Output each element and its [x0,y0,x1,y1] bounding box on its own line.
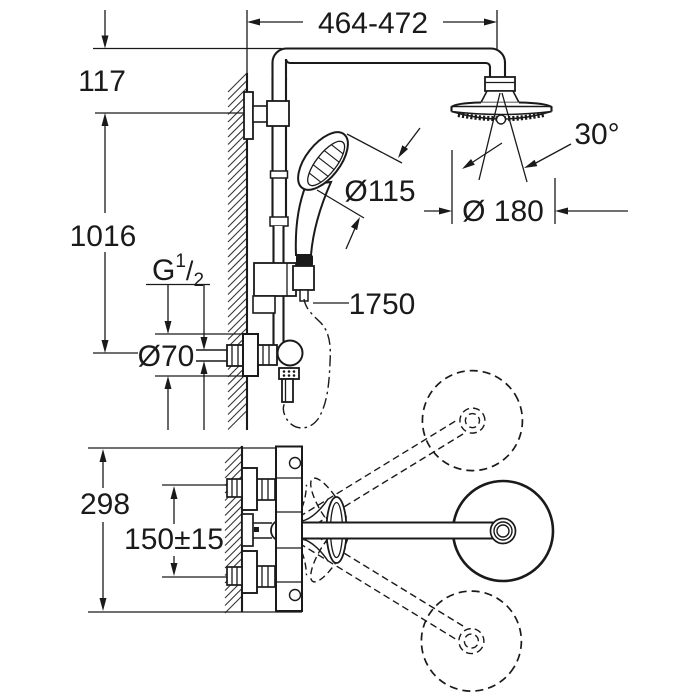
dim-thread-and-escutcheon: G1/2 Ø70 [138,251,210,430]
dim-spray-angle-30: 30° [462,118,620,169]
dim-supply-spacing: 150±15 [124,484,242,578]
holder-lock [252,295,276,314]
head-shower-side-view [450,76,553,183]
dim-thread-label: G1/2 [152,251,204,291]
escutcheon-top [241,467,258,511]
valve-union-nut [257,344,278,366]
dim-angle-label: 30° [574,118,619,151]
slide-holder [253,262,297,297]
supply-hex-nut [226,344,244,367]
head-shower-swivel-outline [421,369,524,472]
dim-hose-length-1750: 1750 [313,288,415,321]
spray-line-right [501,92,528,183]
dim-head-diameter-180: Ø 180 [424,150,628,228]
valve-port-top [288,456,302,470]
handle-nut [296,255,313,266]
dim-117-1016: 117 1016 [70,10,137,353]
temperature-knob [276,339,304,367]
arrow-right [484,18,497,26]
dim-width-label: 464-472 [318,7,428,40]
shower-arm-outer-edge [271,47,507,80]
head-center-nozzle [495,114,507,125]
hose-outlet [281,378,294,403]
wall-hatch-top-view [224,445,243,614]
dim-column-height-label: 1016 [70,220,137,253]
shower-hose [282,298,331,429]
hand-shower [252,131,349,314]
shower-arm-inner-edge [284,58,492,80]
holder-ring [292,265,315,291]
arm-fill [281,522,497,539]
bracket-clamp [266,100,290,127]
dim-top-offset-label: 117 [78,65,126,98]
reference-lines [93,10,498,354]
arrow-left [247,18,260,26]
thermostat-valve-top-view [226,445,303,612]
dim-escutcheon-label: Ø70 [138,340,195,373]
dim-depth-298: 298 [80,447,302,613]
dim-hose-label: 1750 [349,288,416,321]
wall-bracket [243,91,290,140]
hand-shower-handle [294,180,333,256]
dim-spacing-label: 150±15 [124,523,224,556]
valve-port-bottom [288,588,302,602]
dim-hand-shower-label: Ø115 [344,175,415,208]
head-shower-top-view [270,479,555,583]
head-cone [479,90,521,104]
union-nut-top [256,478,276,501]
head-connector-nut [484,76,516,92]
shower-arm-fill [272,48,505,80]
thermostat-valve-side [155,333,304,403]
outlet-detail [254,527,259,532]
supply-bolt-top [226,478,243,498]
escutcheon-plate [242,333,259,377]
riser-collar-upper [269,170,289,179]
riser-joint [269,216,289,227]
dim-depth-label: 298 [80,488,130,521]
dim-head-diameter-label: Ø 180 [462,195,544,228]
supply-bolt-bottom [226,566,243,586]
dim-hand-shower-115: Ø115 [316,127,421,250]
dim-width-464-472: 464-472 [247,7,497,40]
head-shower-swivel-outline [420,590,523,692]
valve-body [275,445,303,612]
escutcheon-bottom [241,550,258,594]
hose-knurled-nut [278,367,300,380]
spray-line-left [478,92,501,181]
bracket-flange [243,91,254,140]
union-nut-bottom [256,565,276,588]
riser-upper-fill [272,78,286,222]
outlet-flange [241,513,254,547]
hand-shower-head [297,131,349,191]
